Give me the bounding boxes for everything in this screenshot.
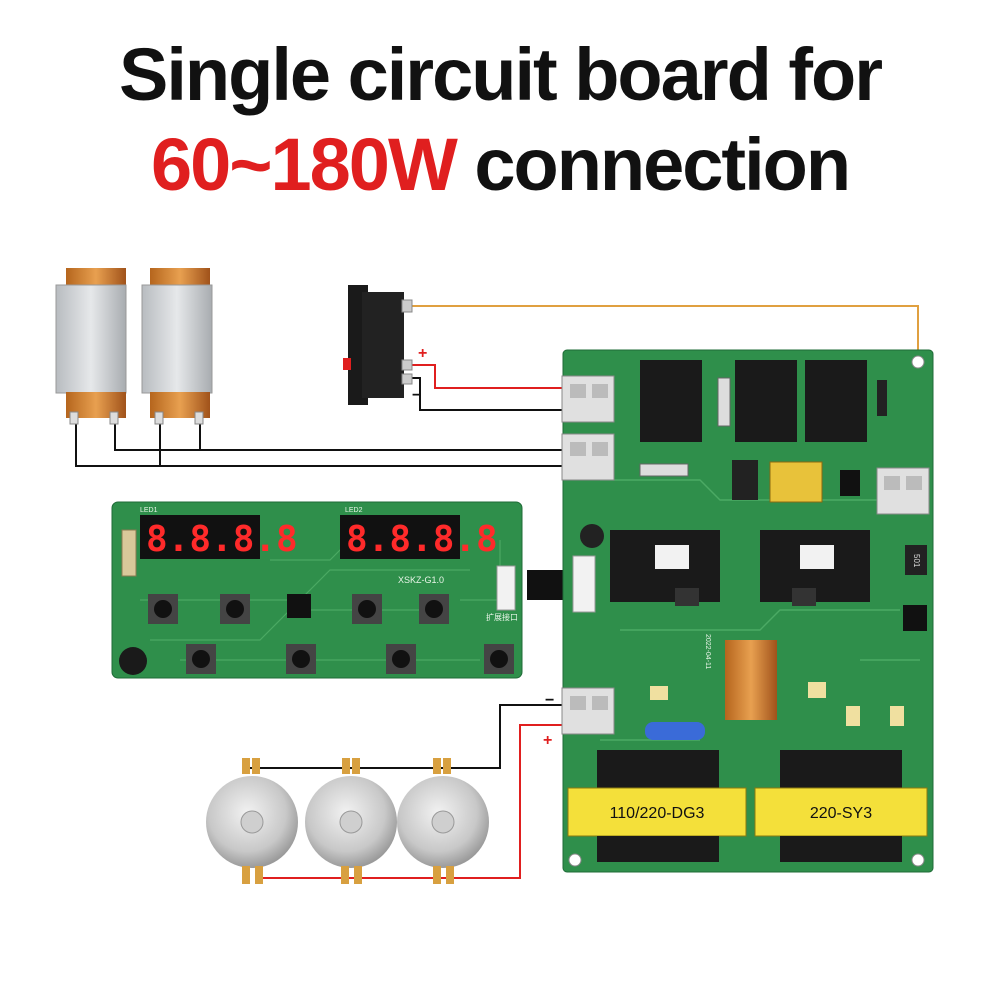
buzzer bbox=[119, 647, 147, 675]
expansion-header bbox=[496, 565, 516, 611]
transducer-3 bbox=[397, 758, 489, 884]
display-2-digits: 8.8.8.8 bbox=[346, 519, 498, 560]
black-wire-heater-1 bbox=[75, 418, 572, 467]
fuse-2 bbox=[639, 463, 689, 477]
terminal-power bbox=[561, 375, 615, 423]
red-wire-transducer bbox=[255, 724, 572, 879]
transformer-left: 110/220-DG3 bbox=[567, 750, 747, 862]
transducer-1 bbox=[206, 758, 298, 884]
board-date-label: 2022-04-11 bbox=[704, 634, 711, 669]
plus-sign-switch: + bbox=[418, 345, 427, 362]
main-board: − + 501 2022-04-11 bbox=[543, 349, 934, 873]
board-model-label: XSKZ-G1.0 bbox=[398, 575, 444, 585]
orange-wire bbox=[405, 305, 919, 360]
fuse-1 bbox=[717, 377, 731, 427]
wires bbox=[75, 305, 919, 879]
title-connection: connection bbox=[455, 123, 851, 206]
relay-3 bbox=[805, 360, 867, 442]
black-wire-heater-2 bbox=[114, 420, 572, 451]
relay-2 bbox=[735, 360, 797, 442]
output-inductor bbox=[725, 640, 777, 720]
display-1-digits: 8.8.8.8 bbox=[146, 519, 298, 560]
button-5 bbox=[186, 644, 216, 674]
mcu-chip bbox=[287, 594, 311, 618]
led1-label: LED1 bbox=[140, 507, 158, 514]
terminal-heater bbox=[561, 433, 615, 481]
transformer-right-label: 220-SY3 bbox=[810, 805, 872, 822]
display-connector bbox=[572, 555, 596, 613]
terminal-aux bbox=[876, 467, 930, 515]
transformer-right: 220-SY3 bbox=[754, 750, 928, 862]
seven-segment-display-1 bbox=[140, 515, 260, 559]
varistor bbox=[905, 545, 927, 575]
button-4 bbox=[419, 594, 449, 624]
red-wire-power bbox=[410, 364, 572, 389]
heatsink-left bbox=[610, 530, 720, 606]
varistor-label: 501 bbox=[912, 554, 921, 568]
transformer-left-label: 110/220-DG3 bbox=[610, 805, 705, 822]
ptc-heater-2 bbox=[141, 268, 213, 425]
plus-sign-transducer: + bbox=[543, 732, 552, 749]
led2-label: LED2 bbox=[345, 507, 363, 514]
minus-sign-transducer: − bbox=[545, 692, 554, 709]
transducer-2 bbox=[305, 758, 397, 884]
power-switch-socket: + − bbox=[343, 285, 427, 405]
relay-1 bbox=[640, 360, 702, 442]
button-1 bbox=[148, 594, 178, 624]
heatsink-right bbox=[760, 530, 870, 606]
display-board: LED1 LED2 8.8.8.8 8.8.8.8 XSKZ-G1.0 扩展接口 bbox=[111, 501, 523, 679]
black-wire-power bbox=[410, 377, 572, 411]
seven-segment-display-2 bbox=[340, 515, 460, 559]
black-wire-transducer bbox=[245, 704, 572, 769]
title-line-2: 60~180W connection bbox=[0, 120, 1000, 210]
tactile-buttons bbox=[148, 594, 514, 674]
button-7 bbox=[386, 644, 416, 674]
terminal-transducer bbox=[561, 687, 615, 735]
expansion-port-label: 扩展接口 bbox=[486, 612, 518, 622]
title-power-range: 60~180W bbox=[150, 123, 458, 206]
button-2 bbox=[220, 594, 250, 624]
title-line-1: Single circuit board for bbox=[119, 33, 883, 116]
button-8 bbox=[484, 644, 514, 674]
button-6 bbox=[286, 644, 316, 674]
ptc-heater-1 bbox=[55, 268, 127, 425]
minus-sign-switch: − bbox=[412, 387, 421, 404]
button-3 bbox=[352, 594, 382, 624]
